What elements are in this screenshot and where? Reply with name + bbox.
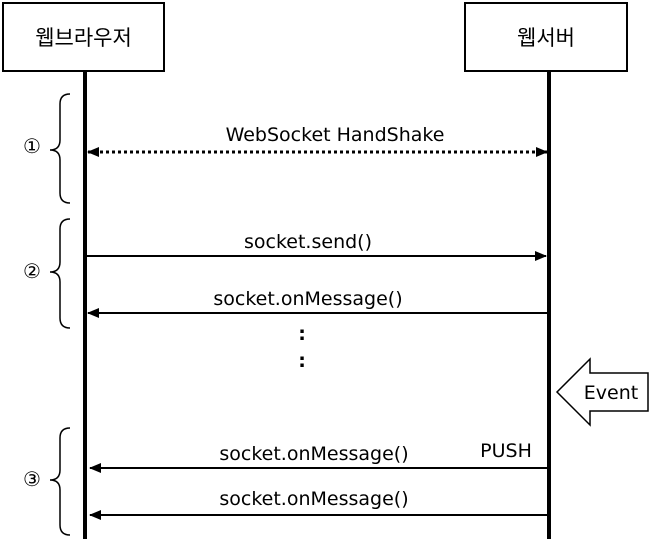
actor-server-label: 웹서버 <box>517 26 575 50</box>
step-number-3: ③ <box>23 467 41 491</box>
ellipsis-upper: : <box>298 323 306 345</box>
step-bracket-1 <box>49 93 71 204</box>
step-number-1: ① <box>23 134 41 158</box>
event-arrow <box>555 357 649 427</box>
ellipsis-lower: : <box>298 350 306 372</box>
actor-browser: 웹브라우저 <box>2 2 165 72</box>
step-number-2: ② <box>23 259 41 283</box>
event-label: Event <box>584 382 638 404</box>
onmessage-label-3: socket.onMessage() <box>219 488 408 510</box>
onmessage-label-1: socket.onMessage() <box>213 288 402 310</box>
step-bracket-3 <box>49 427 71 536</box>
push-label: PUSH <box>480 440 532 462</box>
onmessage-label-2: socket.onMessage() <box>219 443 408 465</box>
handshake-label: WebSocket HandShake <box>226 124 445 146</box>
actor-server: 웹서버 <box>464 2 628 72</box>
step-bracket-2 <box>49 218 71 329</box>
actor-browser-label: 웹브라우저 <box>35 26 132 50</box>
send-label: socket.send() <box>244 231 372 253</box>
